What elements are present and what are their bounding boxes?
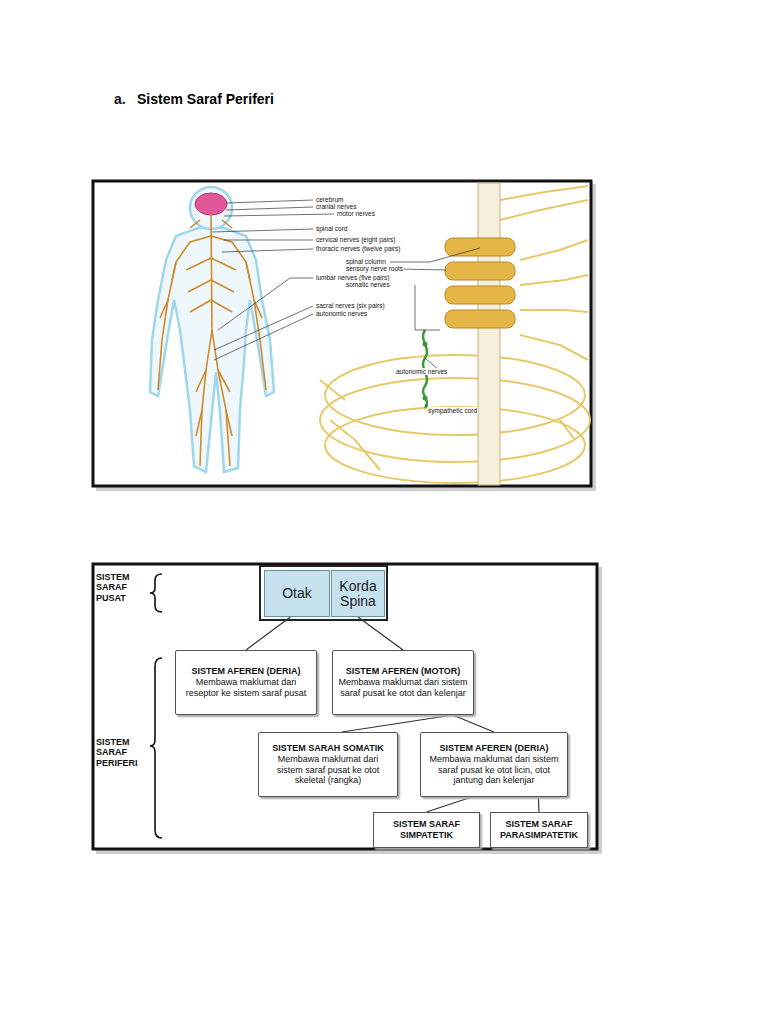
system-box: SISTEM SARAF SIMPATETIK <box>373 812 480 848</box>
group-label: SISTEM SARAF PUSAT <box>96 572 144 603</box>
box-heading: SISTEM AFEREN (DERIA) <box>439 743 548 754</box>
spine-figure <box>320 183 590 485</box>
connector <box>427 797 472 812</box>
connector <box>358 617 403 650</box>
box-body: Membawa maklumat dari sistem saraf pusat… <box>338 677 468 699</box>
group-frame <box>260 566 387 620</box>
system-box: SISTEM AFEREN (DERIA)Membawa maklumat da… <box>420 732 568 797</box>
box-heading: SISTEM SARAF SIMPATETIK <box>378 819 475 841</box>
system-box: SISTEM SARAH SOMATIKMembawa maklumat dar… <box>258 732 398 797</box>
leader-lines <box>212 200 480 408</box>
group-label: SISTEM SARAF PERIFERI <box>96 737 148 768</box>
box-heading: SISTEM SARAF PARASIMPATETIK <box>495 819 583 841</box>
box-heading: Korda Spina <box>334 579 382 608</box>
connector <box>342 715 453 732</box>
box-body: Membawa maklumat dari sistem saraf pusat… <box>426 754 562 786</box>
part-label: spinal cord <box>315 225 348 232</box>
part-label: thoracic nerves (twelve pairs) <box>315 245 402 252</box>
part-label: sensory nerve roots <box>345 265 404 272</box>
connector <box>538 797 540 812</box>
box-body: Membawa maklumat dari sistem saraf pusat… <box>264 754 392 786</box>
box-heading: SISTEM SARAH SOMATIK <box>272 743 383 754</box>
bracket <box>150 658 162 838</box>
body-figure <box>150 187 274 472</box>
box-heading: Otak <box>282 586 312 601</box>
system-box: SISTEM AFEREN (DERIA)Membawa maklumat da… <box>175 650 317 715</box>
part-label: autonomic nerves <box>395 368 448 375</box>
part-label: motor nerves <box>336 210 376 217</box>
part-label: autonomic nerves <box>315 310 368 317</box>
part-label: sacral nerves (six pairs) <box>315 302 386 309</box>
spinal-cord-box: Korda Spina <box>331 570 385 617</box>
part-label: sympathetic cord <box>427 407 478 414</box>
box-heading: SISTEM AFEREN (MOTOR) <box>346 666 461 677</box>
connector <box>453 715 494 732</box>
part-label: cervical nerves (eight pairs) <box>315 236 396 243</box>
heading: Sistem Saraf Periferi <box>137 91 274 107</box>
box-heading: SISTEM AFEREN (DERIA) <box>191 666 300 677</box>
connector <box>246 617 290 650</box>
system-box: SISTEM AFEREN (MOTOR)Membawa maklumat da… <box>332 650 474 715</box>
system-box: SISTEM SARAF PARASIMPATETIK <box>490 812 588 848</box>
bracket <box>150 574 162 612</box>
picture-frame <box>93 181 591 486</box>
list-marker: a. <box>113 91 127 107</box>
brain-box: Otak <box>264 570 330 617</box>
box-body: Membawa maklumat dari reseptor ke sistem… <box>181 677 311 699</box>
picture-frame <box>93 564 597 849</box>
part-label: somatic nerves <box>345 281 391 288</box>
